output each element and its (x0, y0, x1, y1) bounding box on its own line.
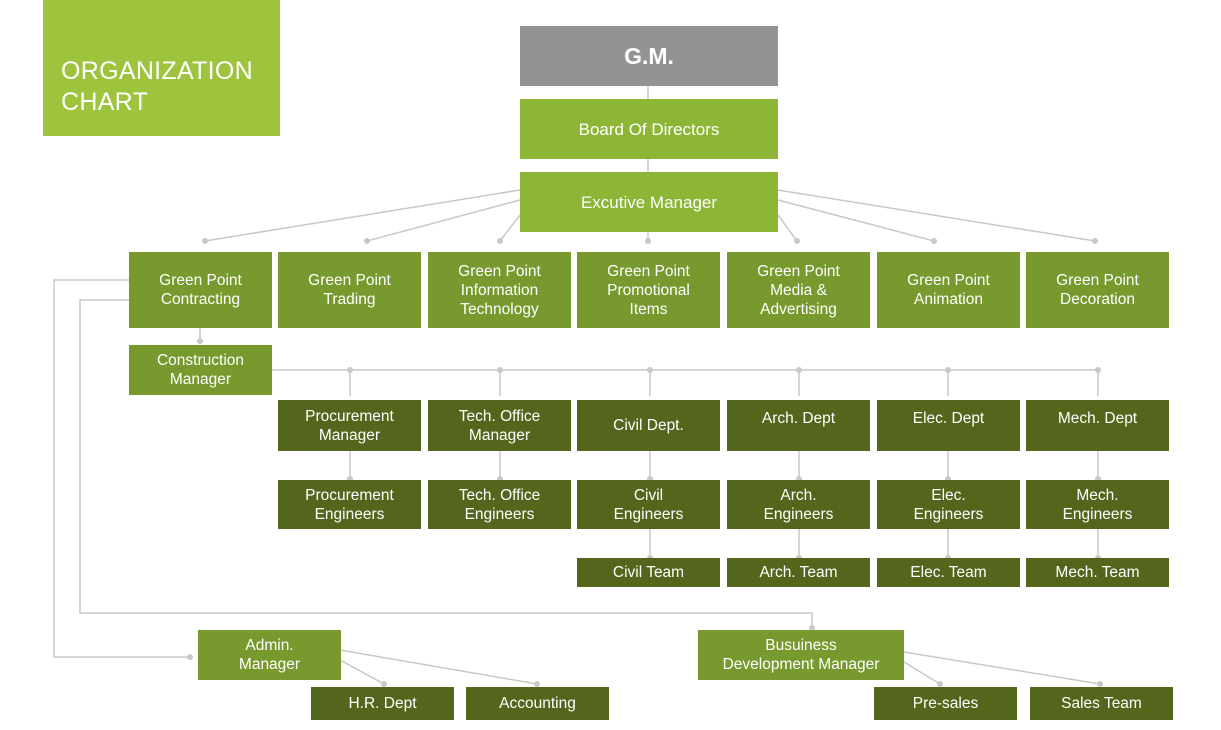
node-bd-mgr: Busuiness Development Manager (698, 630, 904, 680)
title-box: ORGANIZATION CHART (43, 0, 280, 136)
node-accounting: Accounting (466, 687, 609, 720)
node-civil-eng: Civil Engineers (577, 480, 720, 529)
node-mech-eng: Mech. Engineers (1026, 480, 1169, 529)
node-presales: Pre-sales (874, 687, 1017, 720)
node-tech-office-eng: Tech. Office Engineers (428, 480, 571, 529)
node-procurement-mgr: Procurement Manager (278, 400, 421, 451)
node-sales-team: Sales Team (1030, 687, 1173, 720)
node-elec-team: Elec. Team (877, 558, 1020, 587)
node-exec: Excutive Manager (520, 172, 778, 232)
node-admin-mgr: Admin. Manager (198, 630, 341, 680)
node-mech-dept: Mech. Dept (1026, 400, 1169, 451)
node-gp-promo: Green Point Promotional Items (577, 252, 720, 328)
node-elec-eng: Elec. Engineers (877, 480, 1020, 529)
node-gp-contracting: Green Point Contracting (129, 252, 272, 328)
node-arch-dept: Arch. Dept (727, 400, 870, 451)
node-construction-mgr: Construction Manager (129, 345, 272, 395)
node-gp-decoration: Green Point Decoration (1026, 252, 1169, 328)
node-gp-it: Green Point Information Technology (428, 252, 571, 328)
node-arch-eng: Arch. Engineers (727, 480, 870, 529)
node-arch-team: Arch. Team (727, 558, 870, 587)
chart-title: ORGANIZATION CHART (61, 57, 254, 116)
node-hr-dept: H.R. Dept (311, 687, 454, 720)
node-civil-team: Civil Team (577, 558, 720, 587)
node-gp-trading: Green Point Trading (278, 252, 421, 328)
node-gp-animation: Green Point Animation (877, 252, 1020, 328)
node-civil-dept: Civil Dept. (577, 400, 720, 451)
node-mech-team: Mech. Team (1026, 558, 1169, 587)
node-elec-dept: Elec. Dept (877, 400, 1020, 451)
node-procurement-eng: Procurement Engineers (278, 480, 421, 529)
node-gm: G.M. (520, 26, 778, 86)
node-gp-media: Green Point Media & Advertising (727, 252, 870, 328)
node-board: Board Of Directors (520, 99, 778, 159)
node-tech-office-mgr: Tech. Office Manager (428, 400, 571, 451)
